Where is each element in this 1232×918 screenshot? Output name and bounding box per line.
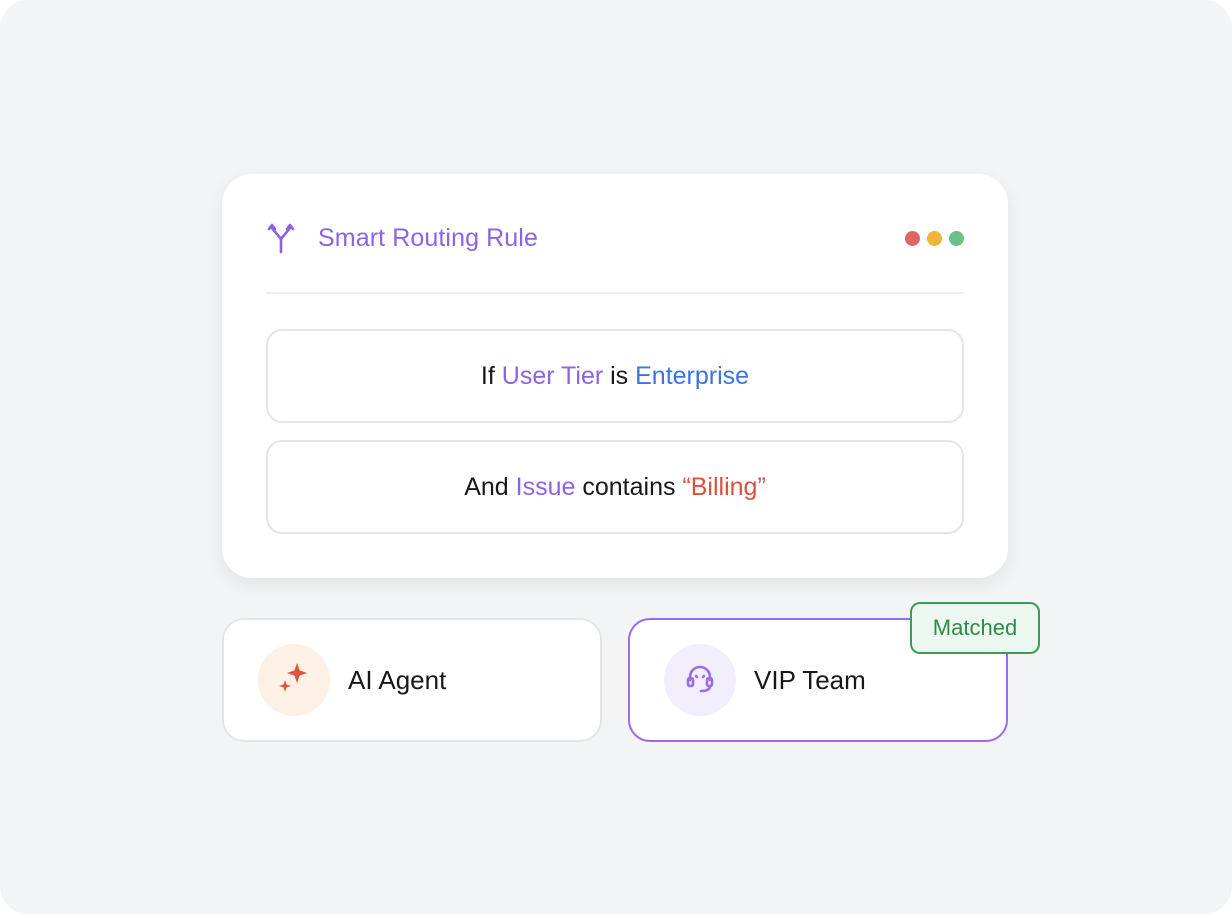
sparkle-icon <box>277 661 311 700</box>
vip-team-label: VIP Team <box>754 664 866 695</box>
headset-icon <box>685 663 715 698</box>
condition-row[interactable]: If User Tier is Enterprise <box>266 329 964 423</box>
rule-header: Smart Routing Rule <box>266 218 964 258</box>
routing-rule-card: Smart Routing Rule If User Tier is Enter… <box>222 174 1008 578</box>
condition-value-enterprise: Enterprise <box>635 361 750 390</box>
condition-operator-is: is <box>603 361 636 390</box>
condition-field-user-tier: User Tier <box>501 361 604 390</box>
routing-split-icon <box>266 221 296 255</box>
condition-keyword-if: If <box>480 361 502 390</box>
ai-agent-label: AI Agent <box>348 664 447 695</box>
vip-team-avatar <box>664 644 736 716</box>
window-controls <box>905 230 964 246</box>
condition-keyword-and: And <box>464 472 516 501</box>
condition-field-issue: Issue <box>515 472 576 501</box>
window-dot-red[interactable] <box>905 230 920 246</box>
window-dot-yellow[interactable] <box>927 230 942 246</box>
rule-title: Smart Routing Rule <box>318 223 538 252</box>
condition-value-billing: “Billing” <box>682 472 766 501</box>
header-divider <box>266 292 964 294</box>
window-dot-green[interactable] <box>949 230 964 246</box>
condition-row[interactable]: And Issue contains “Billing” <box>266 440 964 534</box>
destination-ai-agent[interactable]: AI Agent <box>222 618 602 742</box>
condition-operator-contains: contains <box>575 472 683 501</box>
ai-agent-avatar <box>258 644 330 716</box>
matched-badge: Matched <box>910 602 1040 654</box>
